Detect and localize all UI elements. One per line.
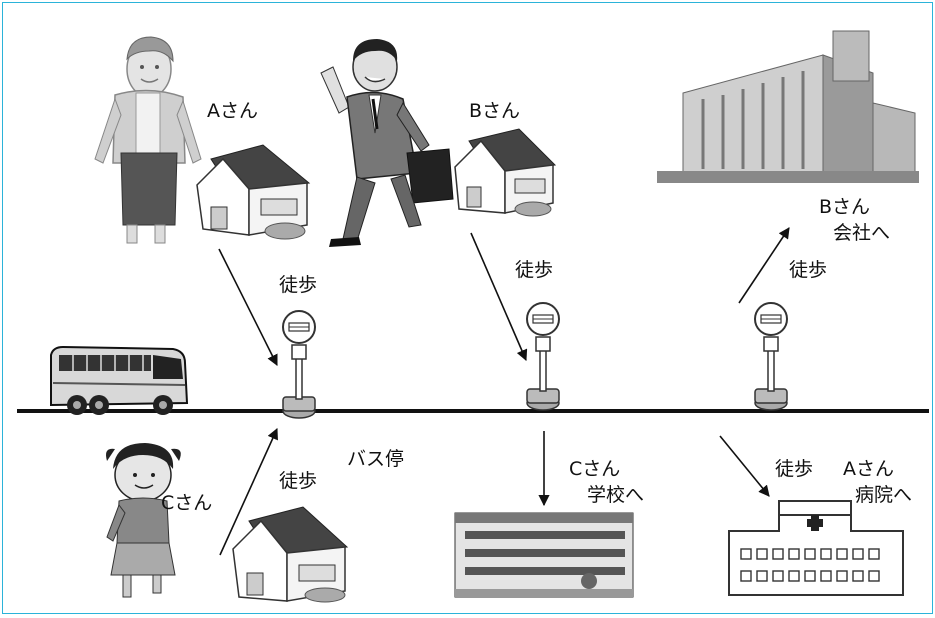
bus-stop-icon <box>526 302 560 411</box>
diagram-base <box>17 227 929 556</box>
walk-label-c: 徒歩 <box>279 470 318 492</box>
walk-arrow-b-to-stop2 <box>470 232 528 362</box>
walk-label-hospital: 徒歩 <box>775 458 814 480</box>
walk-label-office: 徒歩 <box>789 259 828 281</box>
bus-stop-icon <box>282 310 316 419</box>
person-c-label: Cさん <box>161 492 213 514</box>
bus-icon <box>50 345 189 415</box>
hospital-building-icon <box>728 500 904 596</box>
person-b-label: Bさん <box>469 100 521 122</box>
house-b-icon <box>454 128 557 217</box>
walk-label-stop2-top: 徒歩 <box>515 259 554 281</box>
school-building-icon <box>454 512 634 598</box>
person-b-businessman-illustration <box>320 39 454 247</box>
walk-label-stop1-top: 徒歩 <box>279 274 318 296</box>
b-destination-line1: Bさん <box>819 196 871 218</box>
walk-arrow-c-to-stop1 <box>219 427 278 556</box>
walk-arrow-stop3-to-office <box>738 227 790 304</box>
person-a-woman-illustration <box>94 36 202 244</box>
bus-stop-label: バス停 <box>347 448 405 470</box>
walk-arrow-a-to-stop1 <box>218 248 278 367</box>
house-c-icon <box>232 506 349 603</box>
person-a-label: Aさん <box>207 100 258 122</box>
a-destination-line1: Aさん <box>843 458 894 480</box>
person-c-girl-illustration <box>106 443 181 598</box>
house-a-icon <box>196 144 311 240</box>
office-building-icon <box>657 30 919 183</box>
bus-stop-icon <box>754 302 788 411</box>
b-destination-line2: 会社へ <box>833 222 891 244</box>
walk-arrow-stop3-to-hospital <box>719 435 770 497</box>
a-destination-line2: 病院へ <box>855 484 913 506</box>
c-destination-line2: 学校へ <box>587 484 645 506</box>
c-destination-line1: Cさん <box>569 458 621 480</box>
